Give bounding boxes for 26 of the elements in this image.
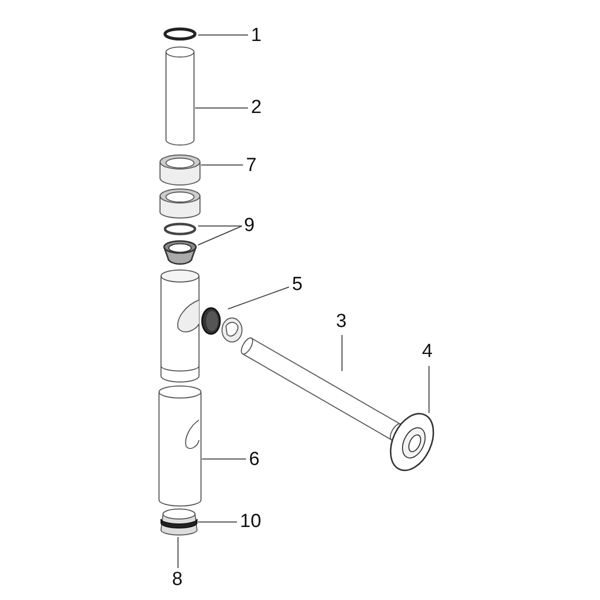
- o-ring-drawing: [160, 518, 198, 528]
- leader-line: [198, 226, 242, 246]
- cap-drawing: [160, 508, 198, 536]
- callout-number: 8: [172, 570, 183, 590]
- cone-seal-drawing: [163, 240, 197, 265]
- tube-drawing: [166, 46, 194, 146]
- sleeve-drawing: [158, 386, 202, 506]
- seal-ring-drawing: [164, 222, 196, 236]
- leader-line: [202, 458, 246, 460]
- callout-number: 2: [251, 98, 262, 118]
- leader-line: [200, 164, 244, 166]
- callout-number: 4: [422, 342, 433, 362]
- callout-number: 7: [246, 156, 257, 176]
- seal-ring-drawing: [164, 28, 196, 40]
- callout-number: 6: [249, 450, 260, 470]
- nut-drawing: [160, 154, 200, 186]
- callout-number: 5: [292, 275, 303, 295]
- wall-rosette-drawing: [390, 412, 434, 472]
- gasket-drawing: [201, 307, 221, 335]
- leader-line: [228, 286, 290, 310]
- callout-number: 10: [240, 512, 262, 532]
- callout-number: 3: [336, 312, 347, 332]
- callout-number: 1: [251, 26, 262, 46]
- leader-line: [428, 366, 430, 414]
- leader-line: [198, 34, 248, 36]
- callout-number: 9: [244, 216, 255, 236]
